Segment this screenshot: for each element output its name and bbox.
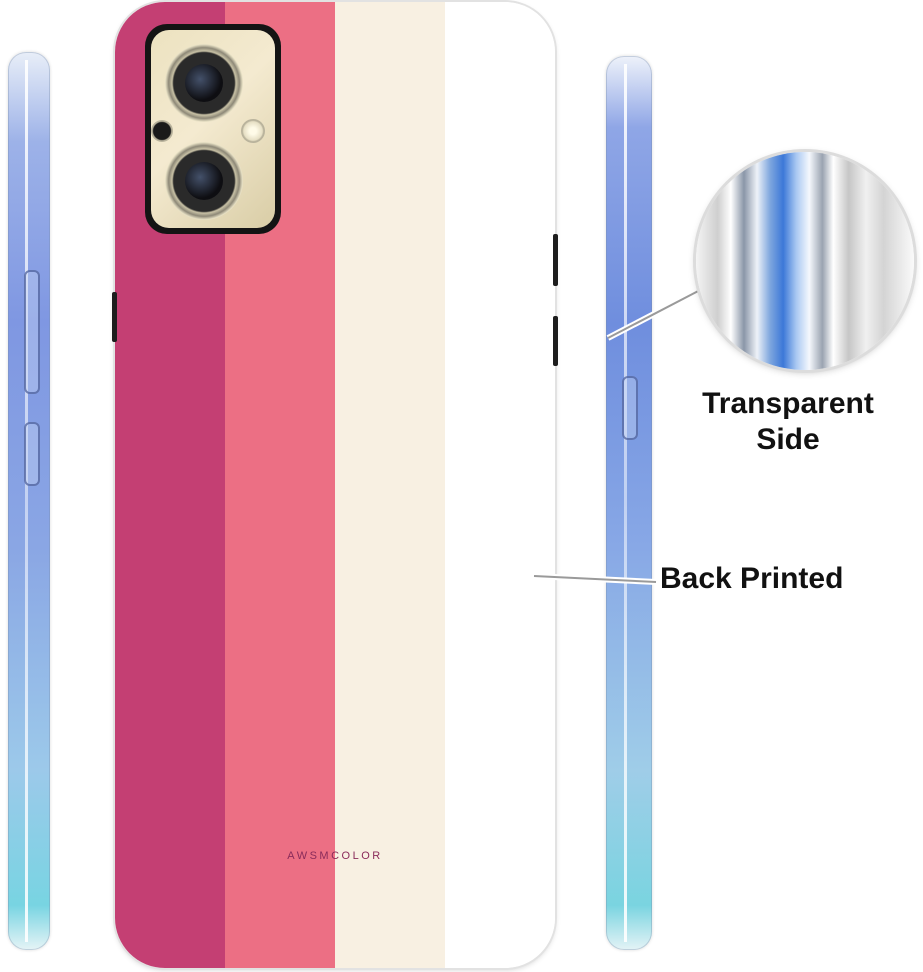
back-printed-pointer [533, 573, 657, 585]
power-button-icon [24, 422, 40, 486]
transparent-side-pointer [606, 285, 706, 341]
side-highlight [24, 60, 28, 942]
camera-plate [151, 30, 275, 228]
sensor-icon [151, 120, 173, 142]
case-brand-text: AWSMCOLOR [287, 850, 383, 862]
transparent-side-zoom [696, 152, 914, 370]
stripe-cream [335, 2, 445, 968]
transparent-side-label: Transparent Side [680, 386, 896, 458]
transparent-side-line1: Transparent [702, 387, 874, 420]
camera-module [145, 24, 281, 234]
printed-back-case: AWSMCOLOR [115, 2, 555, 968]
back-printed-label: Back Printed [660, 562, 844, 595]
camera-lens-icon [165, 44, 243, 122]
camera-lens-icon [165, 142, 243, 220]
volume-button-icon [24, 270, 40, 394]
right-edge-key [553, 316, 558, 366]
side-button-icon [622, 376, 638, 440]
left-side-view [8, 52, 50, 950]
right-edge-key [553, 234, 558, 286]
left-edge-key [112, 292, 117, 342]
zoomed-edge-texture [696, 152, 914, 370]
transparent-side-line2: Side [756, 423, 820, 456]
side-highlight [624, 64, 628, 942]
right-side-view [606, 56, 652, 950]
flash-icon [241, 119, 265, 143]
stripe-white [445, 2, 555, 968]
